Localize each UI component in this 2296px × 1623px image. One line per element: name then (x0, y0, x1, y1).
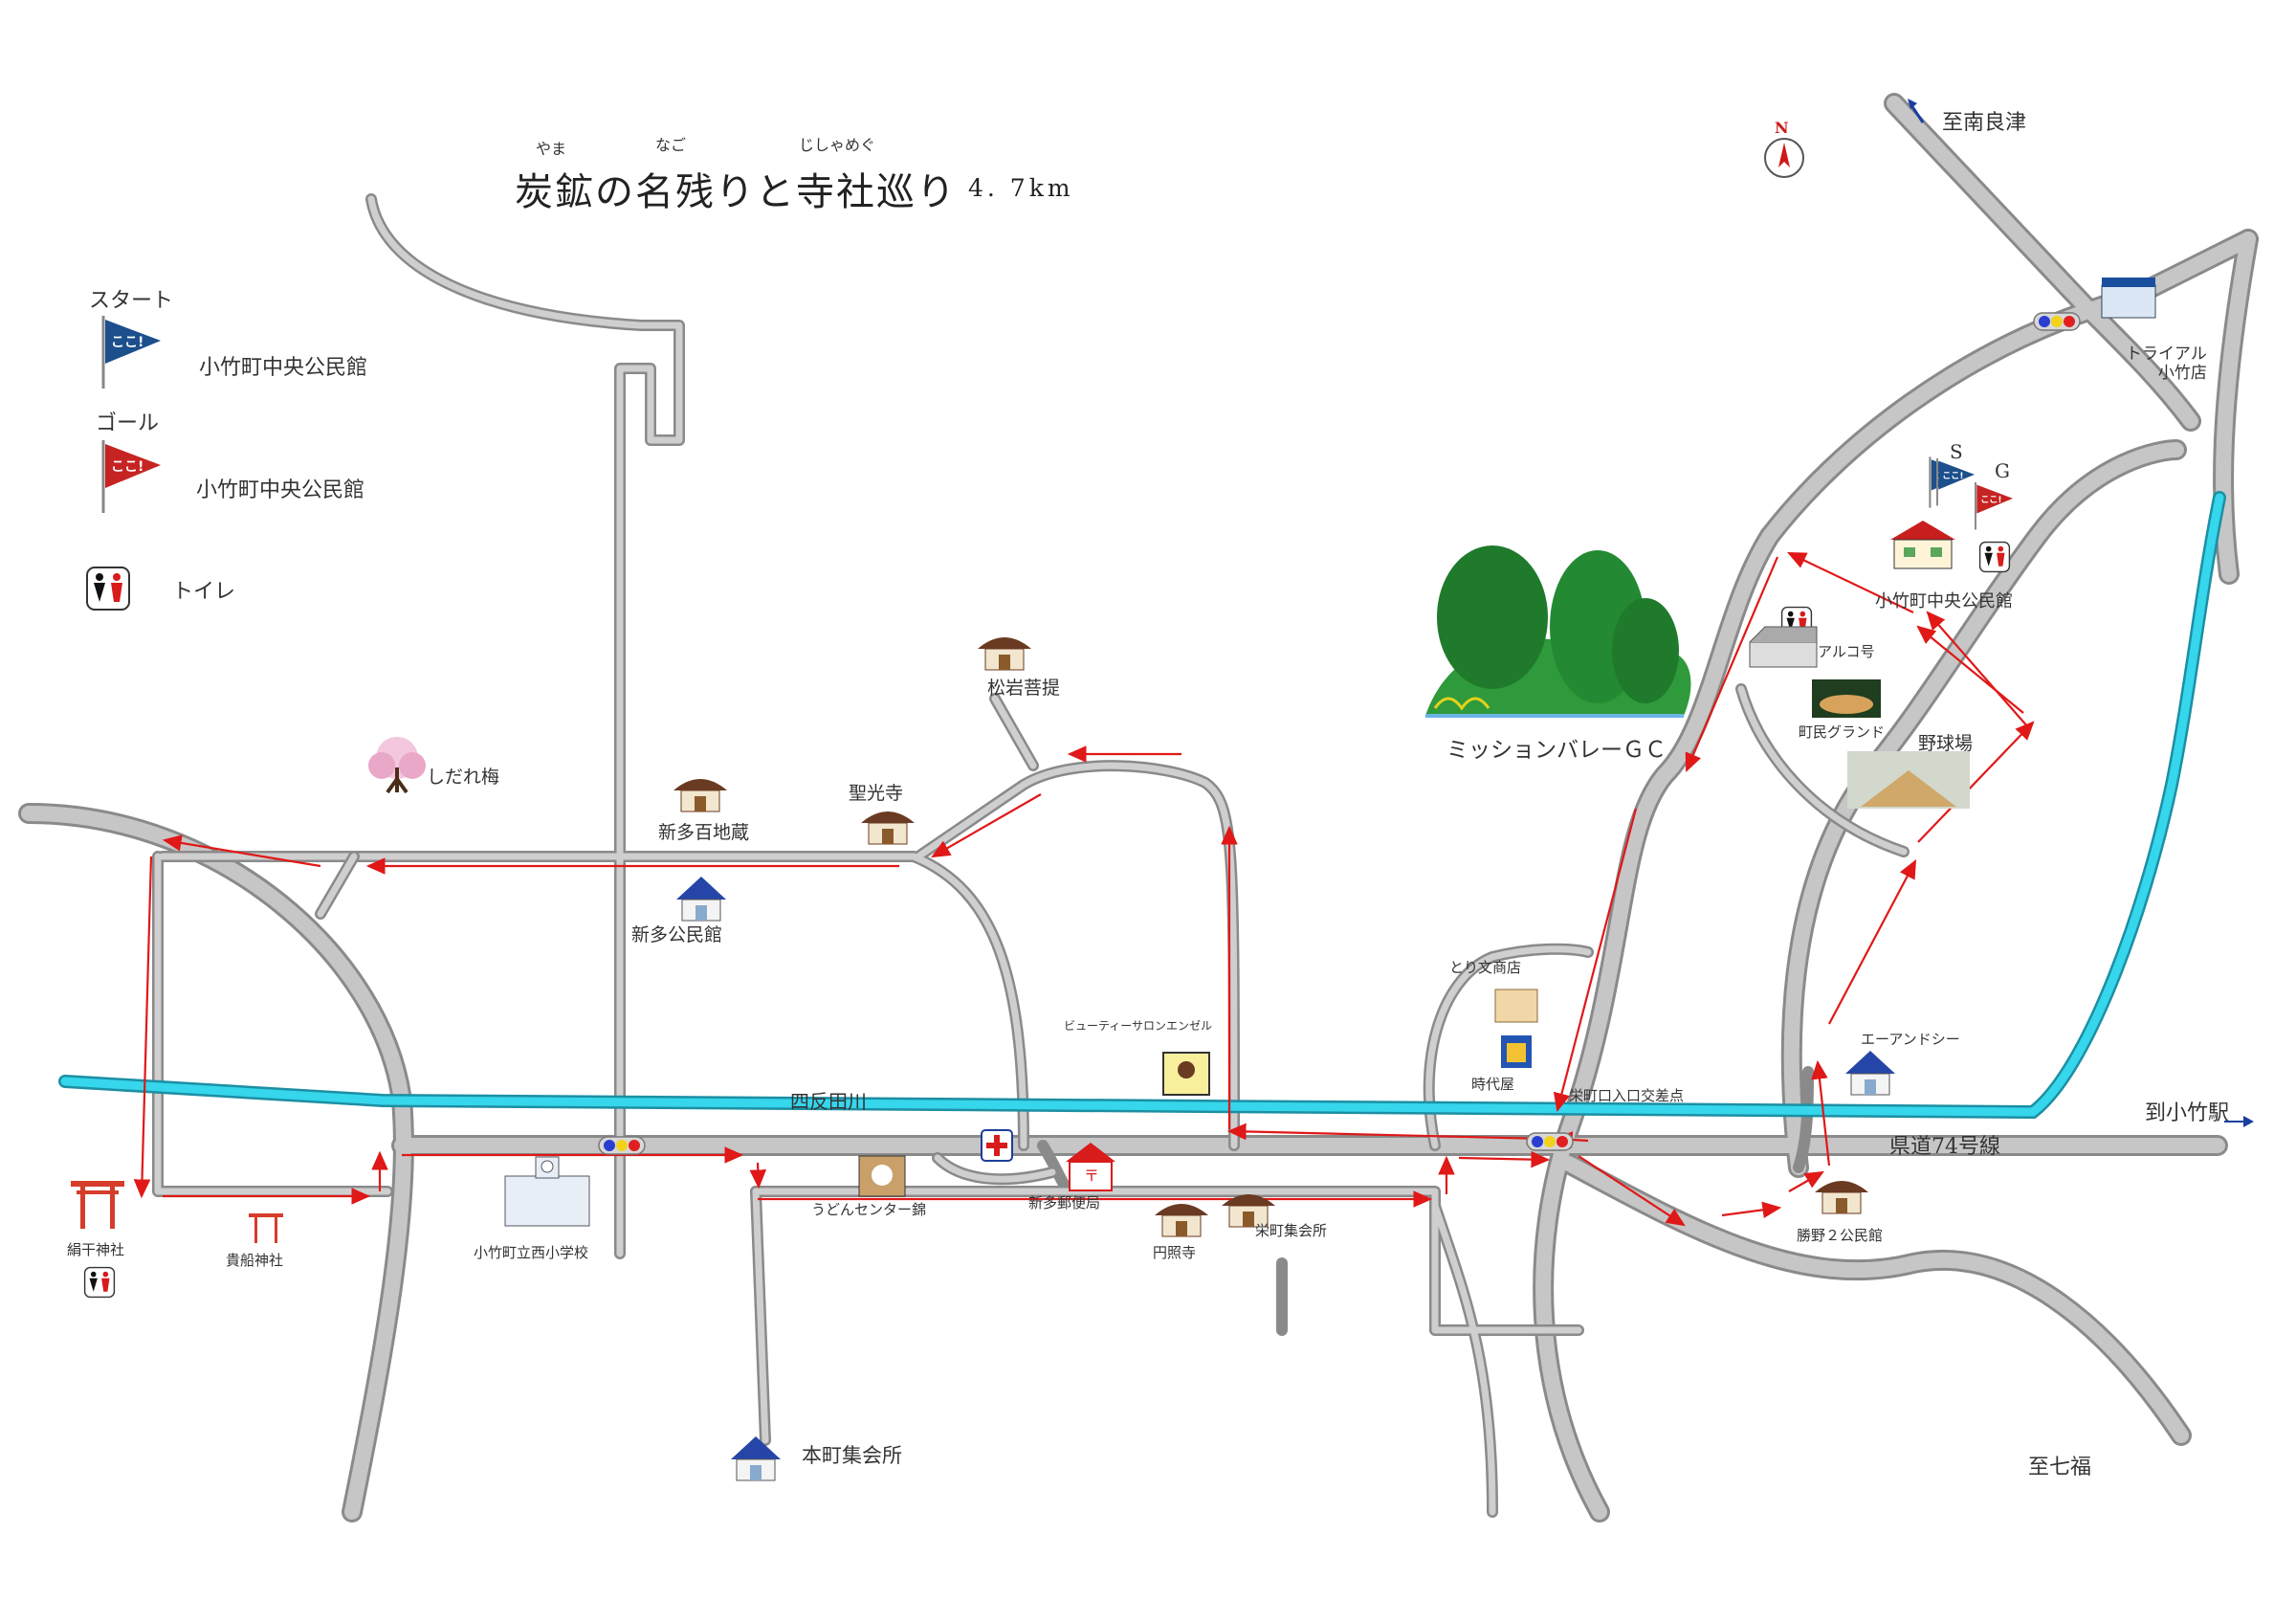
label-trial: トライアル 小竹店 (2126, 345, 2207, 383)
compass-icon (1764, 138, 1804, 178)
golf-course-hills-icon (1425, 545, 1691, 718)
label-katsuno-kominkan: 勝野２公民館 (1797, 1227, 1884, 1244)
label-to-kotake-station: 到小竹駅 (2145, 1101, 2230, 1125)
toilet-icon (86, 567, 130, 611)
title-ruby-jisha: じしゃめぐ (799, 136, 876, 154)
compass-letter: N (1775, 119, 1789, 137)
torii-small-icon (249, 1213, 283, 1243)
torii-icon (71, 1181, 124, 1229)
shinta-kominkan-house-icon (675, 876, 727, 922)
marker-s: S (1950, 440, 1963, 463)
legend-goal-place: 小竹町中央公民館 (196, 478, 365, 502)
shoganbodai-temple-icon (977, 636, 1032, 671)
label-toriya: とり文商店 (1449, 959, 1522, 976)
traffic-light-icon (598, 1136, 646, 1155)
flag-goal-small-icon (1975, 481, 2014, 531)
map-title: 炭鉱の名残りと寺社巡り (515, 170, 957, 214)
toriya-shop-icon (1494, 989, 1538, 1023)
udon-shop-icon (858, 1155, 906, 1197)
legend-start-heading: スタート (89, 289, 174, 313)
traffic-light-icon (2033, 312, 2081, 331)
school-icon (504, 1156, 590, 1227)
label-sakaemachi-cross: 栄町口入口交差点 (1569, 1087, 1685, 1104)
label-kifune: 貴船神社 (226, 1252, 284, 1269)
label-yakyujo: 野球場 (1918, 733, 1974, 754)
label-ei-and-shi: エーアンドシー (1861, 1031, 1960, 1048)
label-shoganbodai: 松岩菩提 (987, 678, 1061, 699)
label-to-shichifuku: 至七福 (2028, 1456, 2092, 1479)
label-shidare-ume: しだれ梅 (427, 767, 500, 788)
label-beauty-salon: ビューティーサロンエンゼル (1064, 1019, 1213, 1033)
weeping-plum-tree-icon (368, 737, 426, 794)
label-shinta-jizo: 新多百地蔵 (658, 822, 750, 843)
label-nishi-school: 小竹町立西小学校 (474, 1244, 589, 1261)
route-distance: 4. 7km (968, 174, 1074, 202)
legend-toilet: トイレ (172, 580, 236, 604)
title-ruby-yama: やま (536, 140, 567, 158)
label-river: 四反田川 (790, 1090, 867, 1113)
legend-goal-heading: ゴール (96, 411, 160, 435)
label-post-office: 新多郵便局 (1028, 1194, 1101, 1212)
chuo-kominkan-building-icon (1890, 521, 1955, 569)
enshoji-temple-icon (1154, 1203, 1209, 1237)
ei-and-shi-house-icon (1844, 1050, 1896, 1096)
label-kendo-74: 県道74号線 (1889, 1135, 2000, 1159)
label-udon: うどんセンター錦 (811, 1201, 927, 1218)
label-kinuhoshi: 絹干神社 (67, 1241, 125, 1258)
label-chuo-kominkan: 小竹町中央公民館 (1875, 591, 2013, 611)
title-ruby-nago: なご (655, 136, 687, 154)
flag-start-small-icon (1936, 457, 1976, 507)
aruko-train-icon (1749, 626, 1818, 668)
katsuno-house-icon (1814, 1180, 1869, 1214)
flag-goal-icon (101, 438, 163, 515)
svg-text:〒: 〒 (1084, 1167, 1099, 1185)
shokoji-temple-icon (860, 811, 916, 845)
walking-route (133, 552, 2035, 1227)
label-mission-valley: ミッションバレーＧＣ (1446, 738, 1667, 763)
label-jidaiya: 時代屋 (1471, 1076, 1515, 1093)
ground-stadium-icon (1812, 679, 1881, 718)
marker-g: G (1995, 459, 2010, 482)
traffic-light-icon (1526, 1132, 1574, 1151)
label-enshoji: 円照寺 (1153, 1244, 1197, 1261)
trial-store-icon (2101, 278, 2156, 319)
river (58, 491, 2226, 1119)
roads (18, 93, 2259, 1523)
flag-start-icon (101, 314, 163, 390)
toilet-icon (83, 1266, 116, 1299)
label-aruko: アルコ号 (1818, 643, 1875, 660)
label-shinta-kominkan: 新多公民館 (631, 924, 723, 945)
label-sakaemachi-shukaijo: 栄町集会所 (1255, 1222, 1328, 1239)
label-shokoji: 聖光寺 (849, 783, 904, 804)
direction-arrow-icon (1908, 99, 1925, 123)
baseball-field-icon (1847, 751, 1970, 809)
label-chomin-ground: 町民グランド (1799, 723, 1886, 741)
hospital-icon (981, 1129, 1013, 1162)
beer-mug-icon (1501, 1035, 1532, 1068)
legend-start-place: 小竹町中央公民館 (199, 356, 368, 380)
station-arrow-icon (2224, 1116, 2254, 1127)
label-to-minami-ryozu: 至南良津 (1942, 111, 2027, 135)
honmachi-house-icon (730, 1435, 782, 1481)
jizo-temple-icon (673, 778, 728, 812)
toilet-icon (1978, 541, 2011, 573)
beauty-salon-icon (1162, 1052, 1210, 1096)
label-honmachi-shukaijo: 本町集会所 (802, 1444, 902, 1467)
post-office-icon: 〒 (1066, 1143, 1115, 1191)
